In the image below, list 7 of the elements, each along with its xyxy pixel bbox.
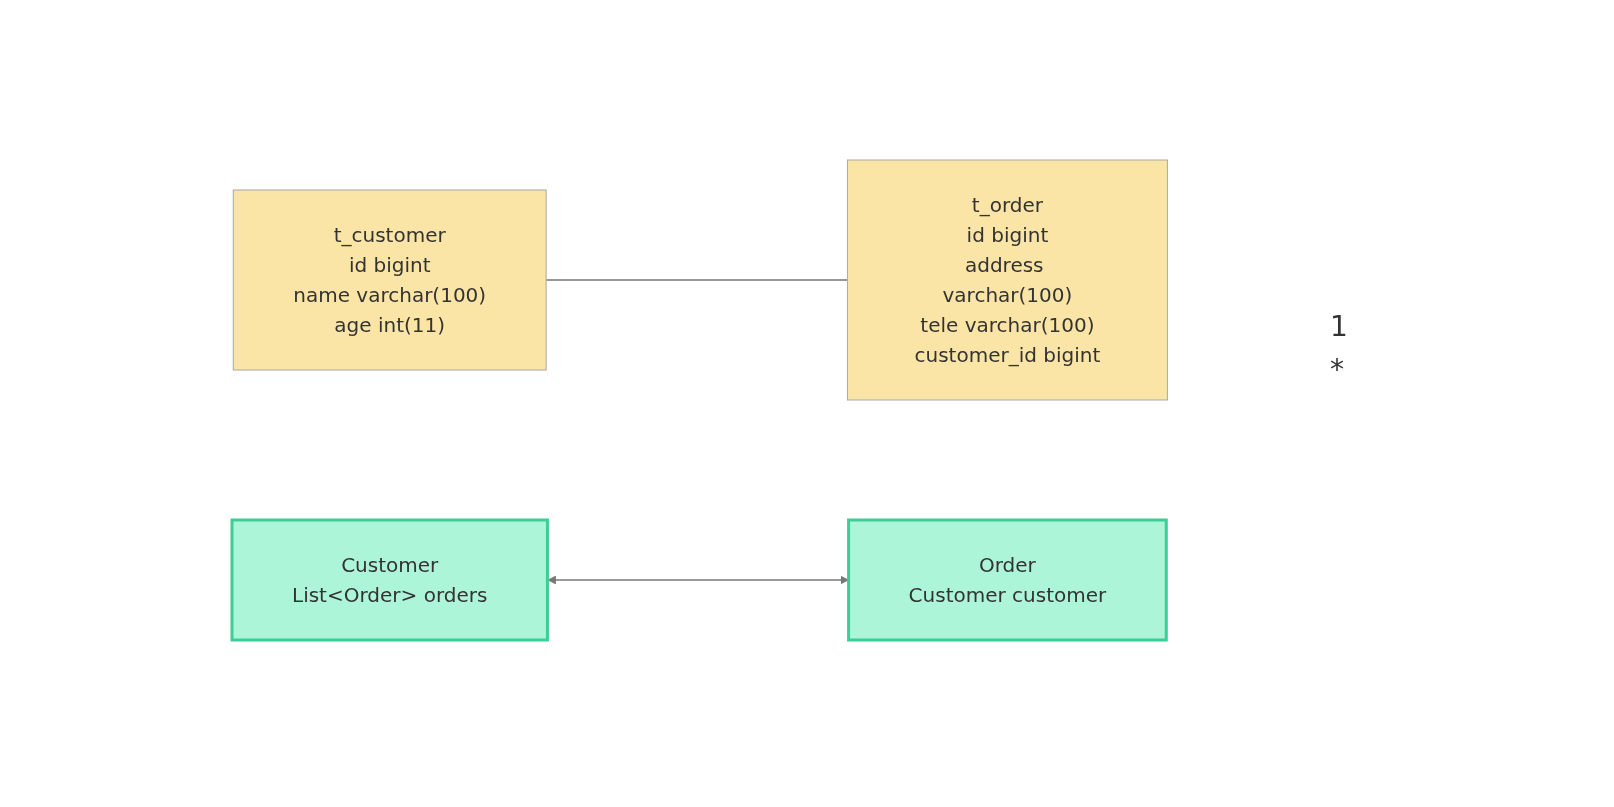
node-box: t_order id bigint address varchar(100) tele varchar(100) customer_id bigint <box>847 159 1169 401</box>
node-box: Order Customer customer <box>847 518 1169 642</box>
connector <box>545 279 849 281</box>
node-box: t_customer id bigint name varchar(100) age int(11) <box>233 189 547 371</box>
node-box: Customer List<Order> orders <box>230 518 550 642</box>
multiplicity-label: * <box>1330 353 1345 386</box>
multiplicity-label: 1 <box>1330 310 1348 343</box>
